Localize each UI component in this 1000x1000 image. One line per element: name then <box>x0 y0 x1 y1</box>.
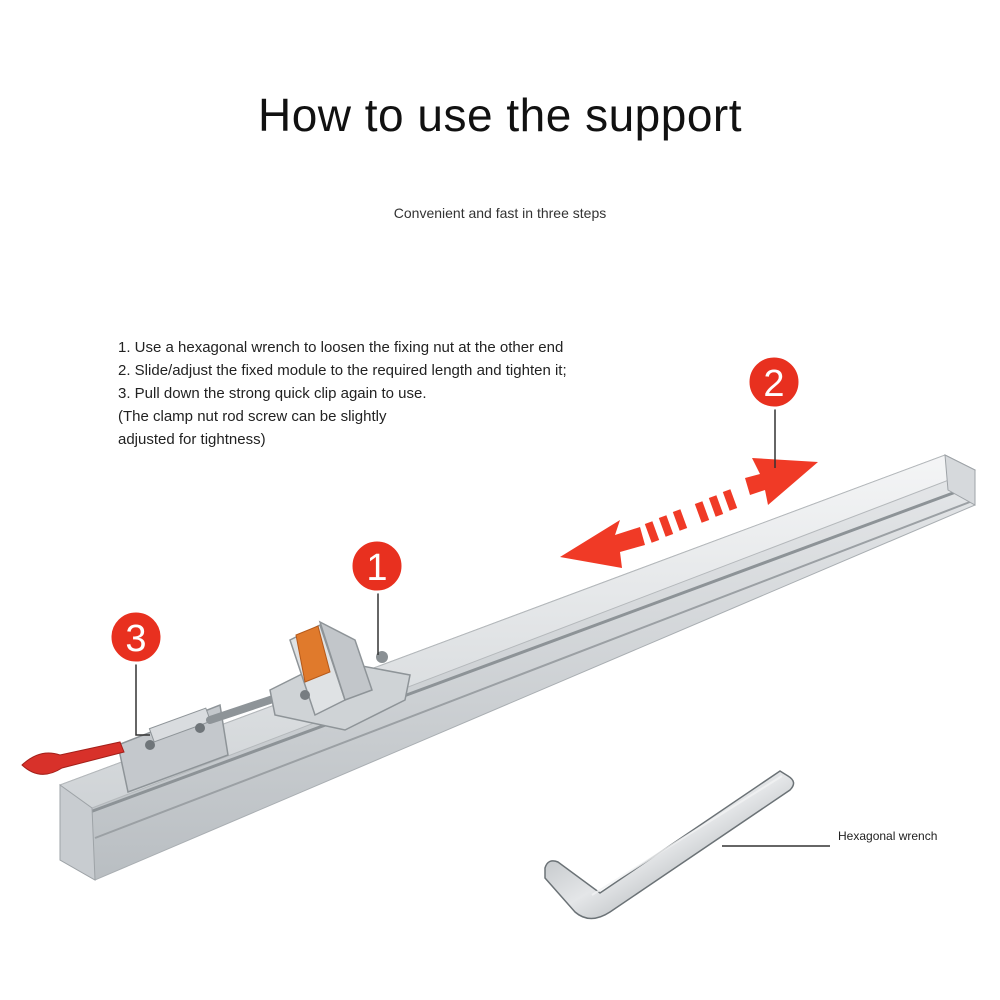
marker-1-label: 1 <box>366 547 387 589</box>
page-subtitle: Convenient and fast in three steps <box>393 205 607 221</box>
slide-direction-arrow <box>560 458 818 568</box>
marker-2-label: 2 <box>763 363 784 405</box>
aluminum-rail <box>58 454 977 881</box>
fixed-clamp-module <box>269 620 411 731</box>
marker-1: 1 <box>349 538 405 594</box>
step-2-text: 2. Slide/adjust the fixed module to the … <box>118 362 567 379</box>
wrench-label: Hexagonal wrench <box>838 829 938 843</box>
marker-3-label: 3 <box>125 618 146 660</box>
marker-3: 3 <box>108 609 164 665</box>
hexagonal-wrench-icon <box>544 770 795 920</box>
step-3-note-line-1: (The clamp nut rod screw can be slightly <box>118 408 387 425</box>
marker-2: 2 <box>746 354 802 410</box>
marker-3-leader <box>135 662 150 736</box>
step-3-text: 3. Pull down the strong quick clip again… <box>118 385 427 402</box>
instruction-steps: 1. Use a hexagonal wrench to loosen the … <box>118 336 638 451</box>
step-1-text: 1. Use a hexagonal wrench to loosen the … <box>118 339 564 356</box>
step-3-note-line-2: adjusted for tightness) <box>118 431 266 448</box>
page-title: How to use the support <box>257 89 743 141</box>
